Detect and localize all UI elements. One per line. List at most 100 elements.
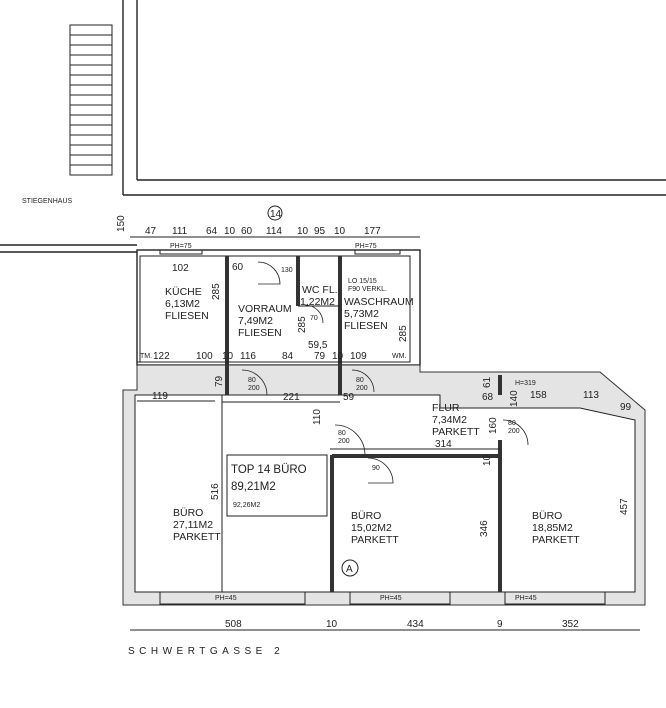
svg-text:79: 79 (214, 375, 225, 387)
stairwell-label: STIEGENHAUS (22, 198, 73, 205)
svg-text:314: 314 (435, 439, 452, 450)
svg-text:140: 140 (509, 390, 520, 407)
svg-text:10: 10 (297, 226, 309, 237)
svg-text:61: 61 (482, 376, 493, 388)
svg-text:10: 10 (332, 351, 344, 362)
svg-text:92,26M2: 92,26M2 (233, 502, 260, 509)
svg-text:200: 200 (508, 428, 520, 435)
svg-text:109: 109 (350, 351, 367, 362)
svg-text:80: 80 (248, 377, 256, 384)
street-label: SCHWERTGASSE 2 (128, 646, 284, 657)
svg-text:221: 221 (283, 392, 300, 403)
axis-marker: A (346, 564, 353, 575)
svg-text:177: 177 (364, 226, 381, 237)
svg-text:BÜRO: BÜRO (532, 510, 562, 522)
svg-text:PARKETT: PARKETT (351, 534, 399, 546)
svg-text:VORRAUM: VORRAUM (238, 303, 292, 315)
svg-text:508: 508 (225, 619, 242, 630)
unit-number: 14 (270, 209, 282, 220)
stairwell-walls (0, 0, 666, 253)
svg-text:7,49M2: 7,49M2 (238, 315, 273, 327)
svg-text:FLUR: FLUR (432, 402, 460, 414)
svg-text:100: 100 (196, 351, 213, 362)
svg-text:84: 84 (282, 351, 294, 362)
svg-text:64: 64 (206, 226, 218, 237)
svg-text:27,11M2: 27,11M2 (173, 519, 213, 531)
dim-285-b: 285 (297, 316, 308, 333)
svg-text:TOP 14 BÜRO: TOP 14 BÜRO (231, 464, 307, 476)
wm-note: WM. (392, 353, 406, 360)
dim-285-c: 285 (398, 325, 409, 342)
svg-text:BÜRO: BÜRO (173, 507, 203, 519)
dim-102: 102 (172, 263, 189, 274)
svg-text:122: 122 (153, 351, 170, 362)
svg-text:10: 10 (222, 351, 234, 362)
svg-text:KÜCHE: KÜCHE (165, 286, 202, 298)
svg-text:PARKETT: PARKETT (173, 531, 221, 543)
svg-text:60: 60 (241, 226, 253, 237)
dim-60: 60 (232, 262, 244, 273)
tm-note: TM. (140, 353, 152, 360)
dim-59-5: 59,5 (308, 340, 328, 351)
svg-text:10: 10 (482, 454, 493, 466)
dim-285: 285 (211, 283, 222, 300)
svg-text:47: 47 (145, 226, 157, 237)
svg-text:FLIESEN: FLIESEN (238, 327, 282, 339)
svg-text:114: 114 (266, 226, 282, 237)
svg-text:WC FL.: WC FL. (302, 284, 338, 296)
svg-text:FLIESEN: FLIESEN (344, 320, 388, 332)
ph75-right: PH=75 (355, 243, 377, 250)
svg-text:352: 352 (562, 619, 579, 630)
svg-text:WASCHRAUM: WASCHRAUM (344, 296, 414, 308)
svg-text:111: 111 (172, 226, 188, 237)
shaft-note-2: F90 VERKL. (348, 286, 387, 293)
svg-text:200: 200 (338, 438, 350, 445)
room-wc: WC FL.1,22M2 (300, 284, 338, 308)
svg-text:80: 80 (356, 377, 364, 384)
lower-block-walls (122, 364, 646, 606)
svg-text:80: 80 (338, 430, 346, 437)
svg-text:59: 59 (343, 392, 355, 403)
svg-text:457: 457 (619, 498, 630, 515)
dim-150: 150 (116, 215, 127, 232)
svg-text:80: 80 (508, 420, 516, 427)
svg-text:119: 119 (152, 391, 168, 402)
svg-text:200: 200 (248, 385, 260, 392)
svg-text:10: 10 (334, 226, 346, 237)
summary-box: TOP 14 BÜRO 89,21M2 92,26M2 (226, 454, 328, 517)
svg-text:FLIESEN: FLIESEN (165, 310, 209, 322)
svg-text:68: 68 (482, 392, 494, 403)
svg-text:70: 70 (310, 315, 318, 322)
ph45-1: PH=45 (215, 595, 237, 602)
axis-marker-circle (341, 559, 359, 577)
svg-text:H=319: H=319 (515, 380, 536, 387)
ph75-left: PH=75 (170, 243, 192, 250)
svg-text:110: 110 (312, 409, 323, 425)
door-swing-vorraum (257, 261, 281, 285)
svg-text:BÜRO: BÜRO (351, 510, 381, 522)
svg-text:10: 10 (326, 619, 338, 630)
dims-mid: 122 100 10 116 84 79 10 109 (153, 351, 367, 362)
svg-text:PARKETT: PARKETT (532, 534, 580, 546)
dims-lower: 119 79 221 59 110 516 61 68 140 H=319 15… (137, 375, 632, 537)
svg-text:200: 200 (356, 385, 368, 392)
ph45-2: PH=45 (380, 595, 402, 602)
svg-text:113: 113 (583, 390, 599, 401)
svg-text:10: 10 (224, 226, 236, 237)
svg-text:1,22M2: 1,22M2 (300, 296, 335, 308)
svg-text:18,85M2: 18,85M2 (532, 522, 573, 534)
svg-text:130: 130 (281, 267, 293, 274)
svg-text:99: 99 (620, 402, 632, 413)
svg-text:9: 9 (497, 619, 503, 630)
svg-text:346: 346 (479, 520, 490, 537)
svg-text:79: 79 (314, 351, 326, 362)
svg-text:116: 116 (240, 351, 256, 362)
